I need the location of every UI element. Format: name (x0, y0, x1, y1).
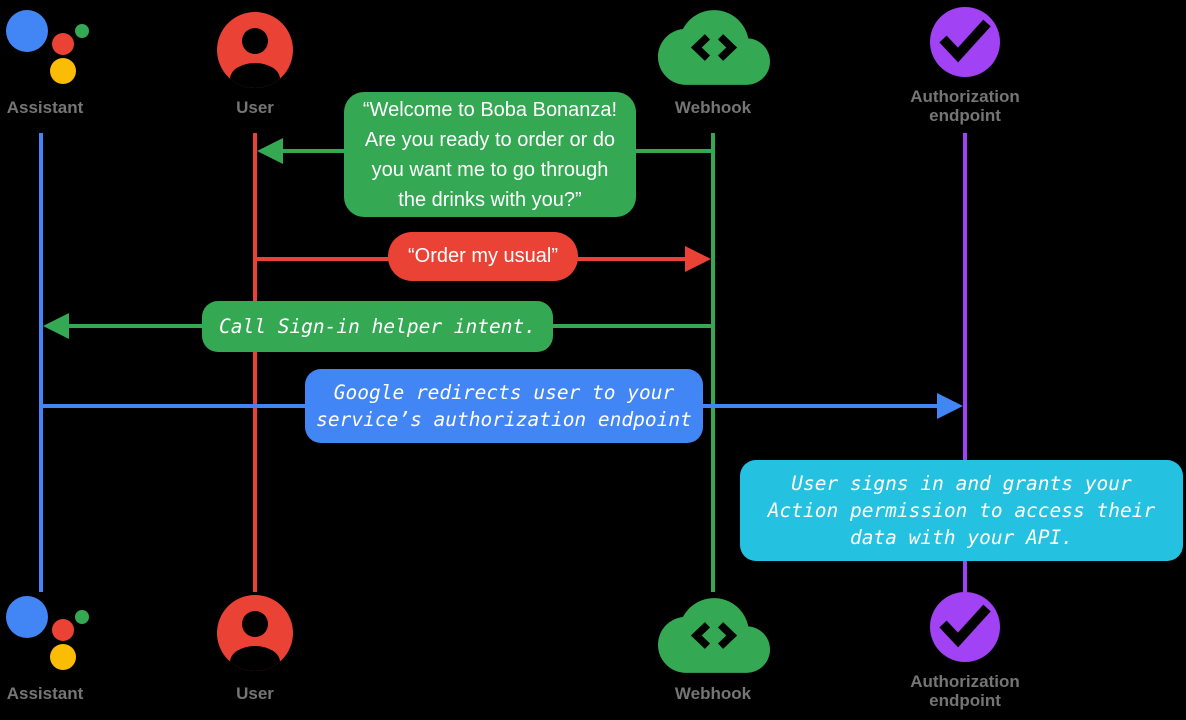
message-3-bubble: Call Sign-in helper intent. (202, 301, 553, 352)
actor-label-webhook-bottom: Webhook (674, 684, 752, 703)
checkmark-icon (930, 592, 1000, 662)
message-2-text: “Order my usual” (407, 245, 559, 267)
message-2-arrowhead-right-icon (685, 246, 711, 272)
lifeline-webhook (711, 133, 715, 592)
message-1-arrowhead-left-icon (257, 138, 283, 164)
cloud-code-icon (658, 598, 770, 673)
message-3-arrowhead-left-icon (43, 313, 69, 339)
cloud-code-icon (658, 10, 770, 85)
message-1-text: “Welcome to Boba Bonanza! Are you ready … (362, 98, 618, 211)
actor-label-authorization-endpoint-top: Authorization endpoint (910, 87, 1020, 125)
actor-label-assistant-bottom: Assistant (6, 684, 84, 703)
actor-label-assistant-top: Assistant (6, 98, 84, 117)
message-2-bubble: “Order my usual” (388, 232, 578, 281)
google-assistant-icon (6, 596, 89, 670)
message-4-bubble: Google redirects user to your service’s … (305, 369, 703, 443)
message-5-note-bubble: User signs in and grants your Action per… (740, 460, 1183, 561)
message-1-bubble: “Welcome to Boba Bonanza! Are you ready … (344, 92, 636, 217)
message-4-text: Google redirects user to your service’s … (316, 381, 692, 431)
message-5-text: User signs in and grants your Action per… (767, 472, 1156, 549)
actor-label-authorization-endpoint-bottom: Authorization endpoint (910, 672, 1020, 710)
actor-label-user-top: User (236, 98, 274, 117)
checkmark-icon (930, 7, 1000, 77)
message-3-text: Call Sign-in helper intent. (219, 315, 536, 338)
message-4-arrowhead-right-icon (937, 393, 963, 419)
user-icon (217, 595, 293, 671)
user-icon (217, 12, 293, 88)
actor-label-webhook-top: Webhook (674, 98, 752, 117)
google-assistant-icon (6, 10, 89, 84)
lifeline-authorization-endpoint (963, 133, 967, 592)
actor-label-user-bottom: User (236, 684, 274, 703)
lifeline-user (253, 133, 257, 592)
lifeline-assistant (39, 133, 43, 592)
